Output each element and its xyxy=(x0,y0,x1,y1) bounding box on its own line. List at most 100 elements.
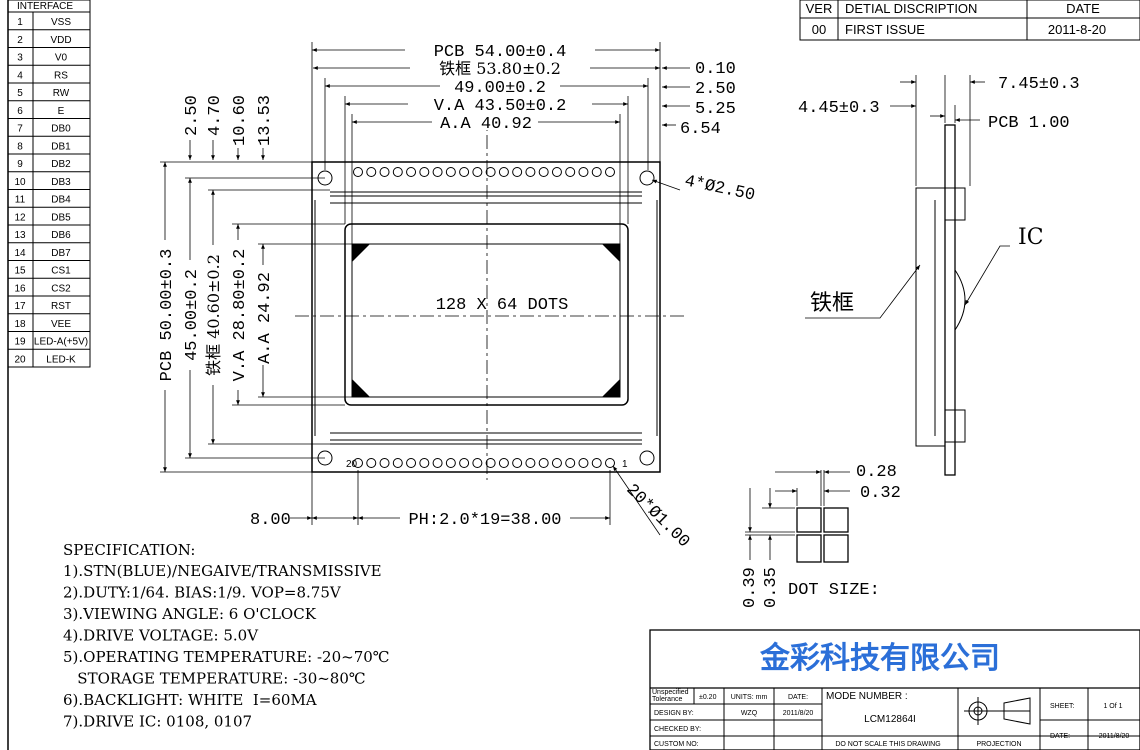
pin-name: LED-K xyxy=(46,354,76,365)
dim-aa-height: A.A 24.92 xyxy=(256,272,275,364)
rev-desc: FIRST ISSUE xyxy=(845,22,925,37)
date2-label: DATE: xyxy=(1050,733,1070,740)
pin-number: 11 xyxy=(15,195,26,206)
company-name: 金彩科技有限公司 xyxy=(759,641,1000,676)
pin-pad xyxy=(353,167,363,177)
sheet-number: 1 Of 1 xyxy=(1103,703,1122,710)
side-view xyxy=(805,75,1010,476)
lcm-front-view xyxy=(295,110,685,480)
dim-side-pcb: PCB 1.00 xyxy=(988,114,1070,133)
pin-number: 20 xyxy=(14,354,26,365)
pin-rows xyxy=(353,167,615,468)
pin-pad xyxy=(591,167,602,177)
pin-number: 7 xyxy=(17,124,23,135)
pin-name: RW xyxy=(53,88,70,99)
pin-pad xyxy=(406,458,417,468)
dim-pin-holes: 20*Ø1.00 xyxy=(622,481,693,552)
pin-number: 13 xyxy=(14,230,26,241)
pin-pad xyxy=(538,458,549,468)
pin-pad xyxy=(578,458,589,468)
dim-dot-028: 0.28 xyxy=(856,463,897,482)
pin-pad xyxy=(392,167,403,177)
pin-name: VSS xyxy=(51,17,71,28)
spec-line: 3).VIEWING ANGLE: 6 O'CLOCK xyxy=(63,605,317,623)
ic-label: IC xyxy=(1018,225,1044,250)
title-block-text: 金彩科技有限公司 ±0.20 UNITS: mm DATE: DESIGN BY… xyxy=(654,641,1129,748)
pin-pad xyxy=(379,167,390,177)
dim-left-4-70: 4.70 xyxy=(206,95,225,136)
pin-pad xyxy=(565,458,576,468)
pin-pad xyxy=(605,458,615,468)
date2: 2011/8/20 xyxy=(1099,733,1130,740)
design-label: DESIGN BY: xyxy=(654,710,694,717)
pin-name: DB1 xyxy=(51,141,71,152)
dim-dot-035: 0.35 xyxy=(762,567,781,608)
pin-pad xyxy=(498,458,509,468)
spec-line: 4).DRIVE VOLTAGE: 5.0V xyxy=(63,627,259,645)
dim-va-width: V.A 43.50±0.2 xyxy=(434,97,567,116)
dim-left-2-50: 2.50 xyxy=(183,95,202,136)
spec-line: 1).STN(BLUE)/NEGAIVE/TRANSMISSIVE xyxy=(63,562,382,580)
rev-date: 2011-8-20 xyxy=(1048,22,1106,37)
dim-left-10-60: 10.60 xyxy=(231,95,250,146)
dot-size-label: DOT SIZE: xyxy=(788,581,880,600)
bottom-dimensions xyxy=(290,179,681,536)
dim-dot-032: 0.32 xyxy=(860,484,901,503)
pin-name: V0 xyxy=(55,53,68,64)
rev-header-date: DATE xyxy=(1066,1,1100,16)
pin-name: DB5 xyxy=(51,212,71,223)
pin-name: DB0 xyxy=(51,124,71,135)
spec-line: 6).BACKLIGHT: WHITE I=60MA xyxy=(63,691,317,709)
resolution-label: 128 X 64 DOTS xyxy=(436,296,569,315)
pin-pad xyxy=(419,167,430,177)
pin-pad xyxy=(366,167,377,177)
frame-label: 铁框 xyxy=(810,291,854,316)
active-area xyxy=(351,243,621,398)
pin-pad xyxy=(366,458,377,468)
pin-name: DB2 xyxy=(51,159,71,170)
dim-0-10: 0.10 xyxy=(695,60,736,79)
pin-number: 14 xyxy=(14,248,26,259)
pin-name: DB6 xyxy=(51,230,71,241)
dim-2-50: 2.50 xyxy=(695,80,736,99)
spec-title: SPECIFICATION: xyxy=(63,541,195,559)
pin-number: 5 xyxy=(17,88,23,99)
dim-left-13-53: 13.53 xyxy=(256,95,275,146)
dim-pitch: PH:2.0*19=38.00 xyxy=(408,511,561,530)
pin-number: 8 xyxy=(17,141,23,152)
pin-number: 6 xyxy=(17,106,23,117)
pin-pad xyxy=(472,167,483,177)
dim-mount-holes: 4*Ø2.50 xyxy=(683,172,757,205)
dim-frame-width: 铁框 53.80±0.2 xyxy=(439,59,561,78)
dim-pcb-height: PCB 50.00±0.3 xyxy=(158,249,177,382)
revision-table: VER DETIAL DISCRIPTION DATE 00 FIRST ISS… xyxy=(799,0,1140,41)
pin-pad xyxy=(512,458,523,468)
model-label: MODE NUMBER : xyxy=(826,691,908,702)
pin-number: 19 xyxy=(14,337,26,348)
dim-offset: 8.00 xyxy=(250,511,291,530)
pin-name: RST xyxy=(51,301,71,312)
pin-pad xyxy=(432,458,443,468)
pin1-label: 1 xyxy=(622,459,628,470)
pin-number: 9 xyxy=(17,159,23,170)
tolerance-label: Unspecified Tolerance xyxy=(652,689,689,703)
pin-pad xyxy=(485,167,496,177)
pin-name: RS xyxy=(54,70,68,81)
pin-pad xyxy=(551,458,562,468)
dim-side-width: 7.45±0.3 xyxy=(998,75,1080,94)
pin-pad xyxy=(445,458,456,468)
dim-6-54: 6.54 xyxy=(680,120,721,139)
pin-pad xyxy=(538,167,549,177)
no-scale-note: DO NOT SCALE THIS DRAWING xyxy=(835,741,940,748)
pin-number: 17 xyxy=(14,301,26,312)
pin-number: 2 xyxy=(17,35,23,46)
pin-number: 1 xyxy=(17,17,23,28)
left-dimension-labels: 2.50 4.70 10.60 13.53 PCB 50.00±0.3 45.0… xyxy=(156,95,275,390)
pin-number: 16 xyxy=(14,283,26,294)
design-date: 2011/8/20 xyxy=(783,710,814,717)
pin-pad xyxy=(459,458,470,468)
pin20-label: 20 xyxy=(346,459,358,470)
tolerance-value: ±0.20 xyxy=(699,694,717,701)
